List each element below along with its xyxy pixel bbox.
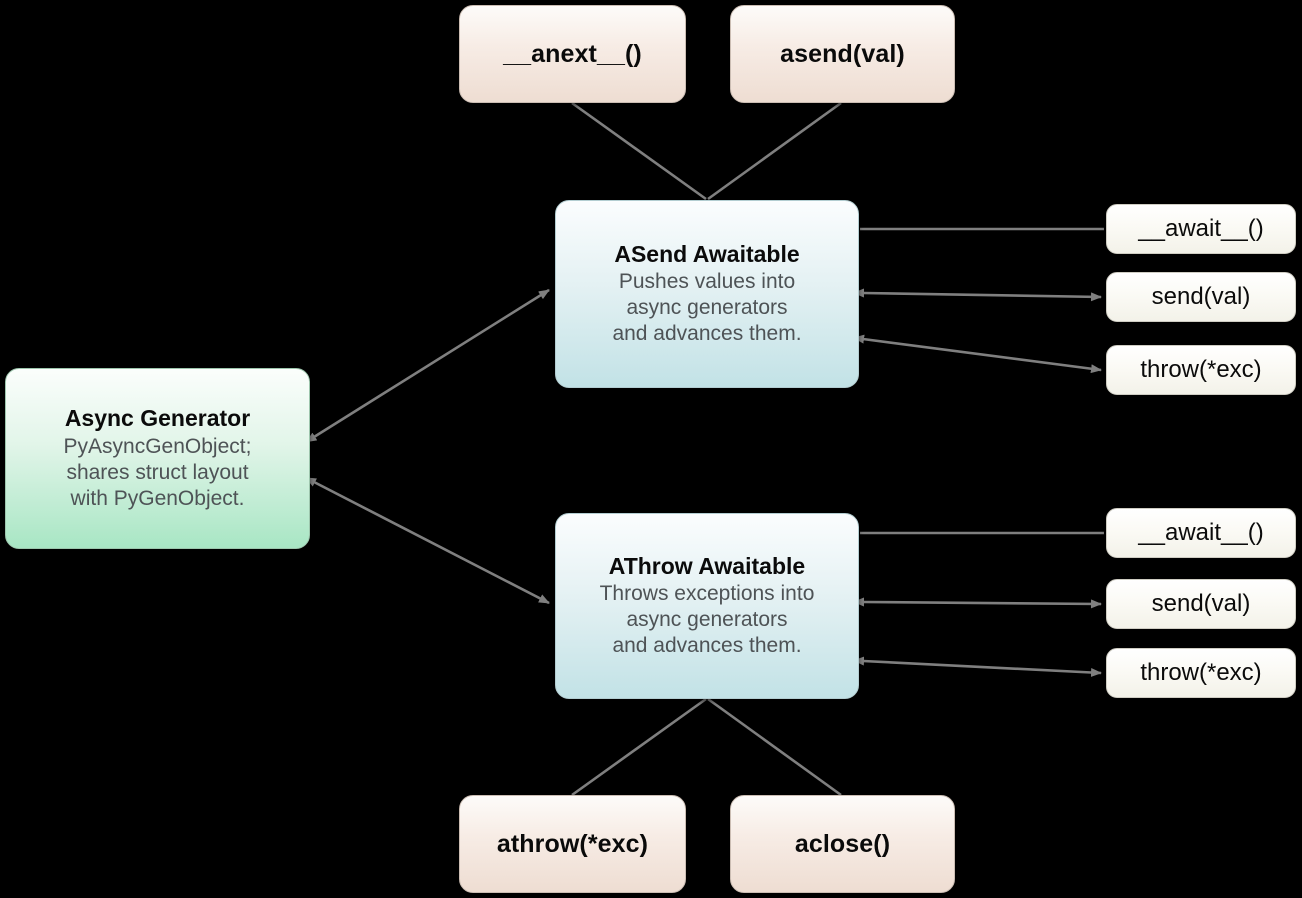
node-asend-member-await[interactable]: __await__() (1106, 204, 1296, 254)
edge-root-athrow (305, 477, 550, 605)
node-asend-method[interactable]: asend(val) (730, 5, 955, 103)
node-athrow-awaitable-desc-line-1: Throws exceptions into (599, 582, 815, 606)
node-athrow-awaitable[interactable]: AThrow Awaitable Throws exceptions into … (555, 513, 859, 699)
node-asend-member-await-label: __await__() (1138, 215, 1264, 242)
node-athrow-awaitable-title: AThrow Awaitable (608, 552, 806, 579)
node-athrow-member-throw[interactable]: throw(*exc) (1106, 648, 1296, 698)
edge-asend-send (853, 288, 1102, 302)
node-athrow-method-label: athrow(*exc) (496, 829, 649, 858)
node-athrow-awaitable-desc-line-3: and advances them. (612, 634, 802, 658)
edge-athrow-send (853, 597, 1102, 609)
node-asend-awaitable-desc-line-2: async generators (626, 296, 788, 320)
node-athrow-member-await-label: __await__() (1138, 519, 1264, 546)
node-asend-member-throw[interactable]: throw(*exc) (1106, 345, 1296, 395)
node-asend-awaitable-desc-line-1: Pushes values into (618, 270, 796, 294)
node-athrow-method[interactable]: athrow(*exc) (459, 795, 686, 893)
edge-asendval-to-asend (707, 101, 842, 201)
node-asend-awaitable-title: ASend Awaitable (614, 240, 800, 267)
edge-athrow-to-athrowexc (571, 697, 707, 797)
edge-anext-to-asend (571, 101, 707, 201)
node-asend-member-send[interactable]: send(val) (1106, 272, 1296, 322)
node-asend-awaitable-desc-line-3: and advances them. (612, 322, 802, 346)
node-async-generator-desc-line-1: PyAsyncGenObject; (63, 434, 252, 458)
node-asend-member-throw-label: throw(*exc) (1140, 356, 1262, 383)
node-async-generator[interactable]: Async Generator PyAsyncGenObject; shares… (5, 368, 310, 549)
node-anext[interactable]: __anext__() (459, 5, 686, 103)
edge-athrow-to-aclose (707, 697, 842, 797)
node-asend-method-label: asend(val) (780, 39, 905, 68)
node-athrow-awaitable-desc-line-2: async generators (626, 608, 788, 632)
node-athrow-member-throw-label: throw(*exc) (1140, 659, 1262, 686)
node-athrow-member-send-label: send(val) (1151, 590, 1251, 617)
node-async-generator-desc-line-2: shares struct layout (66, 460, 249, 484)
node-asend-member-send-label: send(val) (1151, 283, 1251, 310)
node-aclose-method[interactable]: aclose() (730, 795, 955, 893)
node-asend-awaitable[interactable]: ASend Awaitable Pushes values into async… (555, 200, 859, 388)
node-async-generator-title: Async Generator (64, 405, 251, 432)
node-athrow-member-await[interactable]: __await__() (1106, 508, 1296, 558)
edge-asend-throw (853, 334, 1102, 374)
node-aclose-method-label: aclose() (794, 829, 891, 858)
node-async-generator-desc-line-3: with PyGenObject. (70, 486, 245, 510)
node-athrow-member-send[interactable]: send(val) (1106, 579, 1296, 629)
edge-athrow-throw (853, 656, 1102, 677)
edge-root-asend (305, 288, 550, 443)
node-anext-label: __anext__() (503, 39, 642, 68)
